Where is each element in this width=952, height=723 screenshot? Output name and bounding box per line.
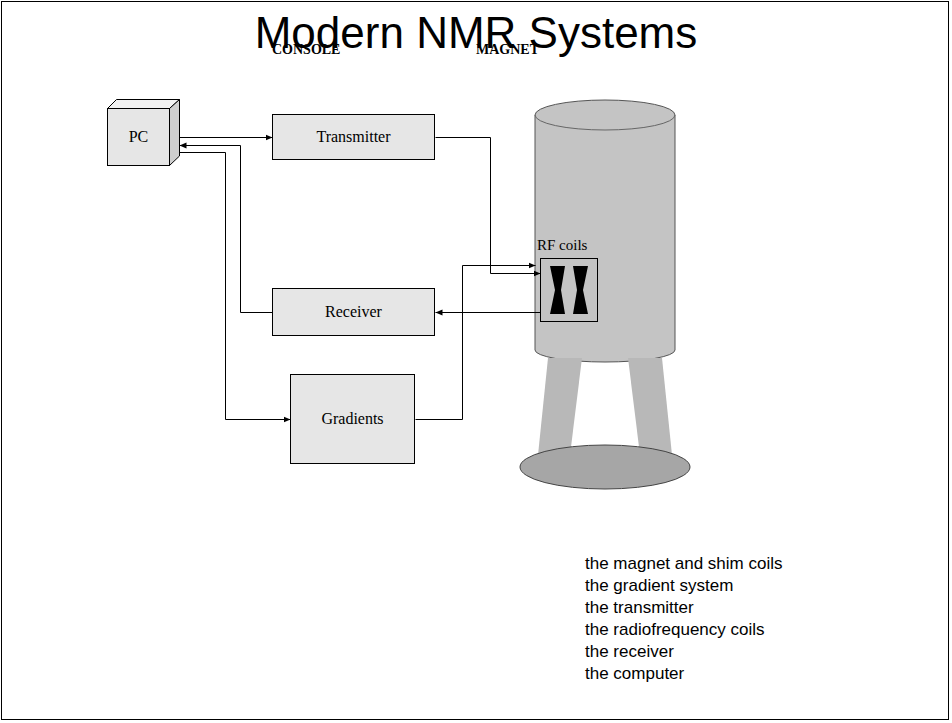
rf-coil-box: RF coils xyxy=(540,258,598,322)
list-item: the receiver xyxy=(585,642,674,662)
magnet-leg xyxy=(628,358,672,455)
magnet-leg xyxy=(538,358,582,455)
console-box: Receiver xyxy=(272,288,435,336)
column-heading: CONSOLE xyxy=(272,42,340,58)
signal-arrow xyxy=(436,138,541,274)
list-item: the gradient system xyxy=(585,576,733,596)
column-heading: MAGNET xyxy=(476,42,539,58)
list-item: the radiofrequency coils xyxy=(585,620,765,640)
node-label: RF coils xyxy=(537,237,587,254)
node-label: PC xyxy=(129,128,149,146)
list-item: the transmitter xyxy=(585,598,694,618)
magnet-base xyxy=(520,445,690,489)
list-item: the computer xyxy=(585,664,684,684)
list-item: the magnet and shim coils xyxy=(585,554,783,574)
signal-arrow xyxy=(180,153,291,420)
node-label: Transmitter xyxy=(316,128,390,146)
computer-cube: PC xyxy=(107,108,170,165)
node-label: Gradients xyxy=(321,410,383,428)
rf-coil-symbol xyxy=(541,259,597,321)
magnet-cylinder xyxy=(535,100,675,362)
node-label: Receiver xyxy=(325,303,382,321)
magnet-rim xyxy=(535,115,675,130)
signal-arrow xyxy=(180,137,273,138)
console-box: Transmitter xyxy=(272,114,435,160)
signal-arrow xyxy=(436,312,541,313)
console-box: Gradients xyxy=(290,374,415,464)
